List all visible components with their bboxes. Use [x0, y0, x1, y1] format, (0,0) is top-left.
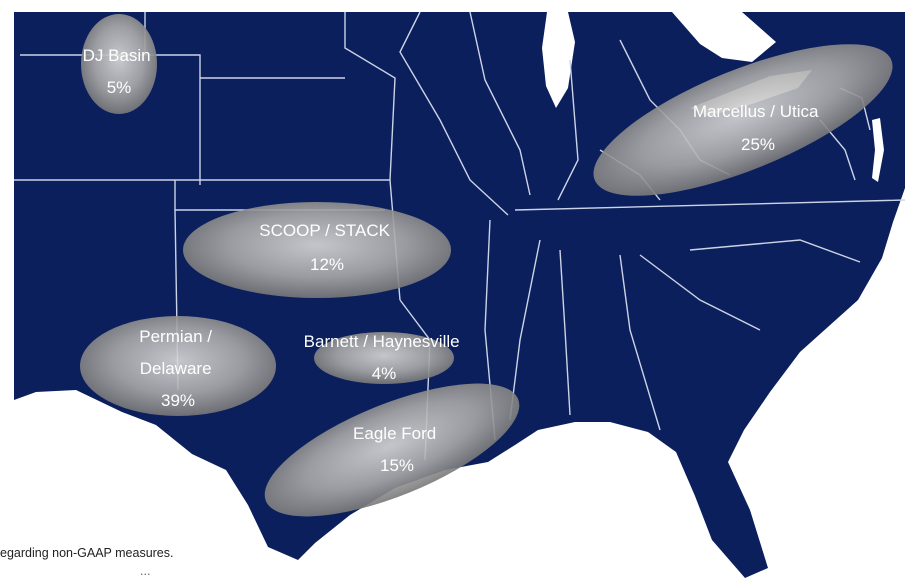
- region-label: Barnett / Haynesville 4%: [304, 332, 465, 383]
- region-marcellus-utica: [593, 44, 893, 196]
- footnote-line-1: egarding non-GAAP measures.: [0, 546, 174, 560]
- region-barnett-haynesville: Barnett / Haynesville 4%: [304, 332, 465, 384]
- chesapeake-bay: [872, 118, 884, 182]
- region-permian-delaware: Permian / Delaware 39%: [80, 316, 276, 416]
- region-dj-basin: DJ Basin 5%: [81, 14, 157, 114]
- lake-huron: [672, 12, 776, 62]
- region-label-marcellus: Marcellus / Utica 25%: [693, 102, 823, 154]
- footnote-line-2: ...: [140, 564, 151, 578]
- region-eagle-ford: [264, 383, 520, 517]
- region-scoop-stack: SCOOP / STACK 12%: [183, 202, 451, 298]
- region-label: DJ Basin 5%: [83, 46, 156, 97]
- region-label: Permian / Delaware 39%: [139, 327, 216, 410]
- state-borders: [14, 11, 905, 461]
- lake-michigan: [542, 12, 575, 108]
- region-label: SCOOP / STACK 12%: [259, 221, 394, 274]
- region-label-eagle-ford: Eagle Ford 15%: [353, 424, 441, 475]
